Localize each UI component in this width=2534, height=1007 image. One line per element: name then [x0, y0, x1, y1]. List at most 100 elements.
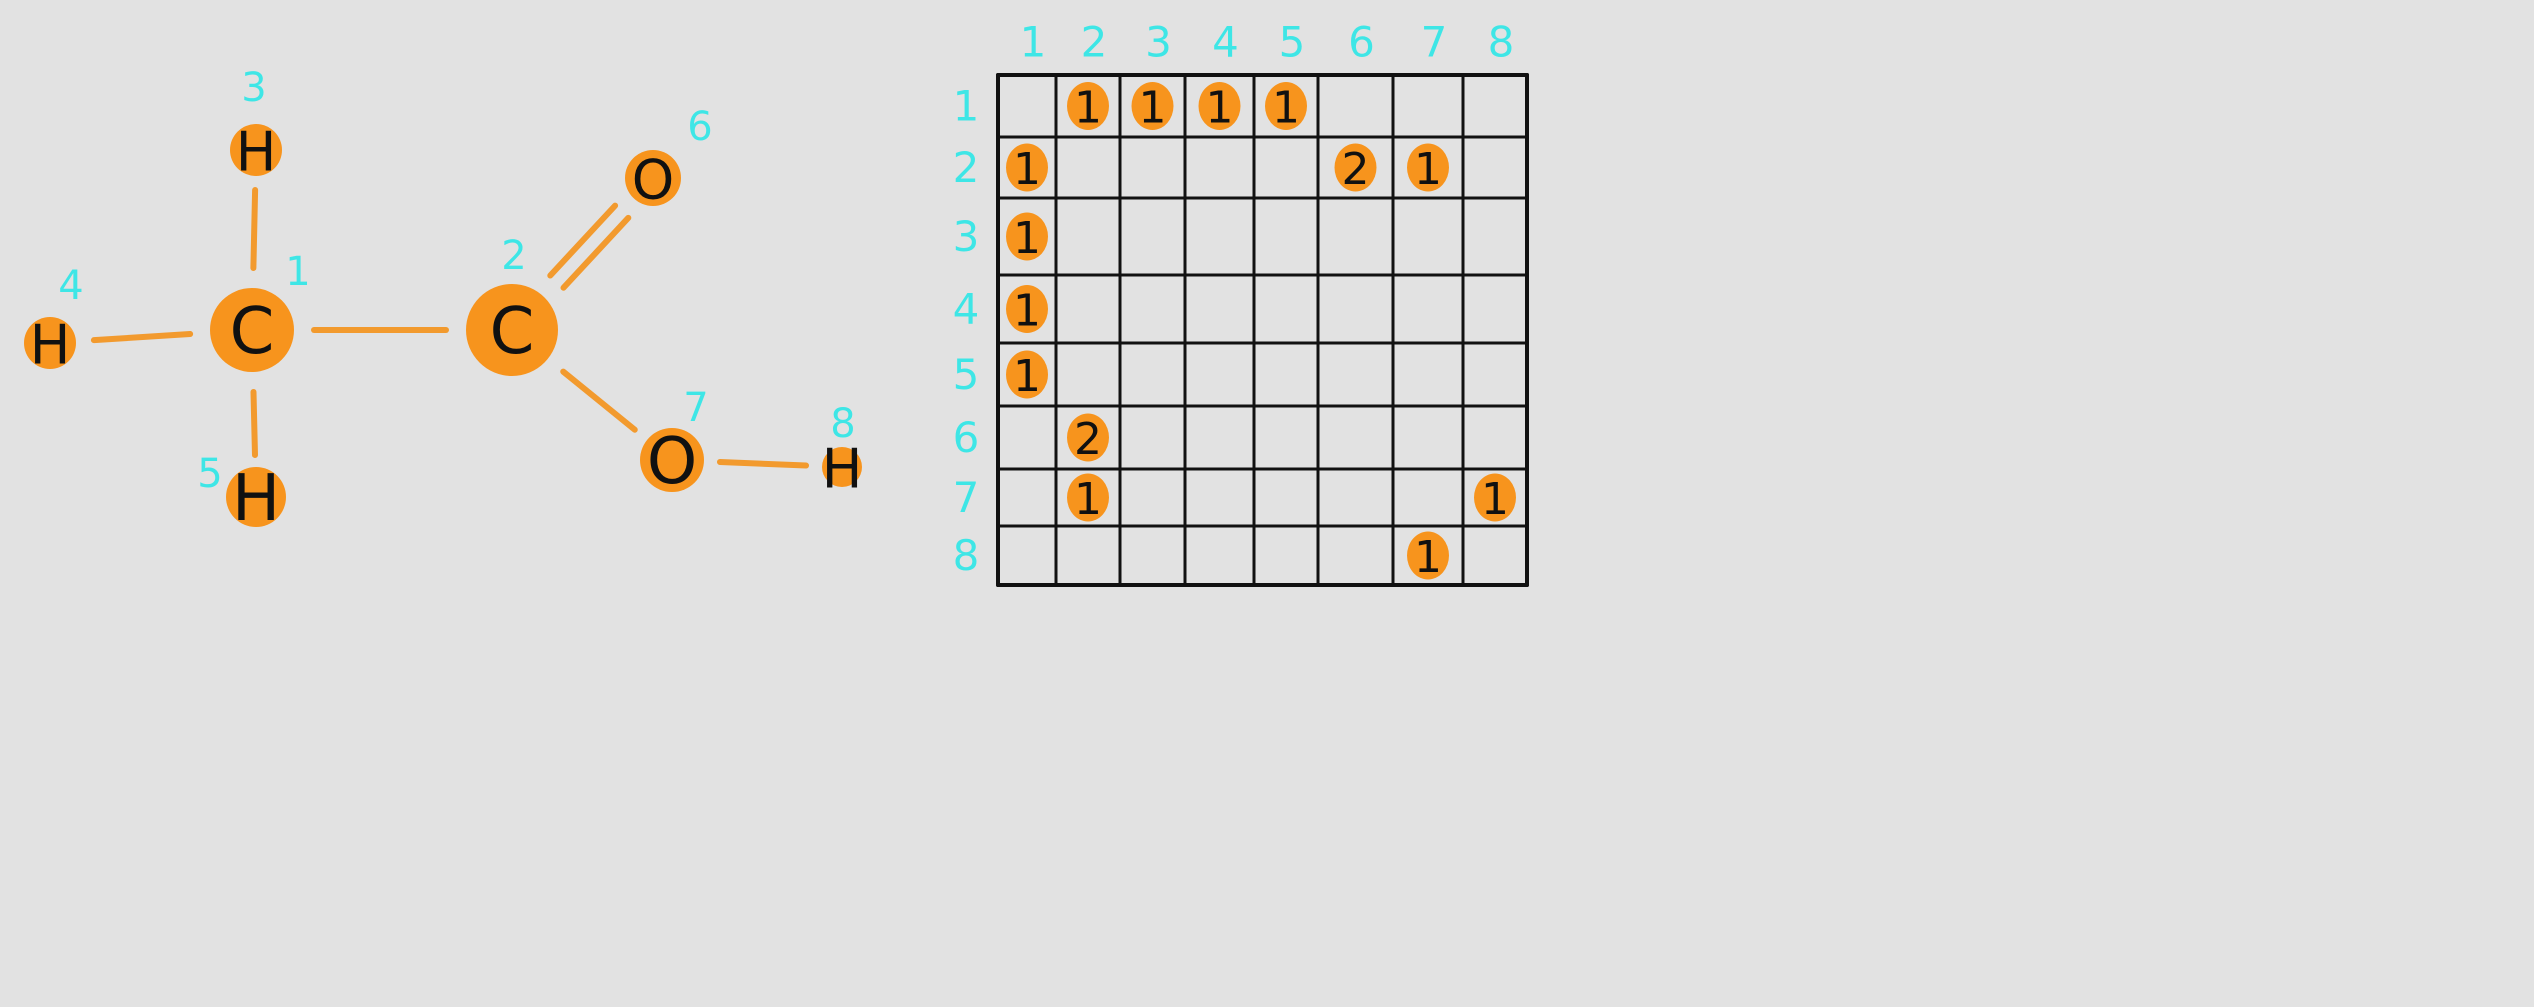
atom-2: C2 [466, 233, 558, 376]
matrix-row-label: 8 [953, 531, 980, 580]
bond-2-7 [560, 368, 638, 433]
cell-value: 1 [1074, 83, 1102, 134]
atom-symbol: H [30, 314, 71, 377]
matrix-col-label: 6 [1348, 18, 1375, 67]
cell-marker [1067, 473, 1109, 522]
cell-value: 1 [1013, 213, 1041, 264]
atom-index-label: 4 [58, 263, 83, 309]
matrix-cell-5-1: 1 [1006, 350, 1048, 402]
atom-circle [24, 317, 76, 369]
matrix-cell-1-2: 1 [1067, 82, 1109, 134]
atom-index-label: 1 [285, 249, 310, 295]
cell-marker [1006, 285, 1048, 333]
atom-circle [625, 150, 681, 206]
cell-marker [1006, 143, 1048, 192]
matrix-col-label: 8 [1488, 18, 1515, 67]
matrix-cell-1-5: 1 [1265, 82, 1307, 134]
matrix-cell-8-7: 1 [1407, 531, 1449, 583]
bond-line [560, 214, 632, 291]
bond-line [716, 458, 810, 469]
atom-symbol: O [647, 425, 697, 499]
cell-value: 1 [1013, 286, 1041, 337]
matrix-cell-2-7: 1 [1407, 143, 1449, 195]
atom-circle [640, 428, 704, 492]
atom-index-label: 3 [241, 65, 266, 111]
matrix-row-label: 6 [953, 413, 980, 462]
cell-marker [1407, 531, 1449, 580]
matrix-cell-6-2: 2 [1067, 413, 1109, 465]
atom-index-label: 6 [687, 104, 712, 150]
atom-symbol: H [236, 121, 277, 184]
matrix-col-label: 2 [1081, 18, 1108, 67]
cell-marker [1006, 350, 1048, 399]
cell-marker [1067, 413, 1109, 462]
atom-symbol: O [632, 149, 675, 212]
bond-1-3 [250, 186, 259, 272]
matrix-cell-2-1: 1 [1006, 143, 1048, 195]
matrix-row-label: 5 [953, 350, 980, 399]
atom-5: H5 [197, 451, 286, 536]
cell-marker [1067, 82, 1109, 130]
cell-value: 2 [1074, 414, 1102, 465]
cell-value: 1 [1481, 474, 1509, 525]
cell-marker [1407, 143, 1449, 192]
atom-1: C1 [210, 249, 311, 372]
bond-line [90, 330, 194, 344]
matrix-row-label: 4 [953, 285, 980, 334]
atom-3: H3 [230, 65, 282, 184]
bond-1-4 [90, 330, 194, 344]
bonds-layer [90, 186, 810, 469]
atom-circle [466, 284, 558, 376]
atom-8: H8 [822, 401, 863, 501]
matrix-col-label: 1 [1020, 18, 1047, 67]
atom-index-label: 2 [501, 233, 526, 279]
cell-marker [1265, 82, 1307, 130]
matrix-col-label: 3 [1145, 18, 1172, 67]
cell-marker [1334, 143, 1377, 192]
atom-symbol: C [490, 295, 535, 369]
atom-index-label: 8 [830, 401, 855, 447]
bond-line [250, 186, 259, 272]
atom-index-label: 7 [683, 385, 708, 431]
bond-line [250, 388, 258, 459]
cell-value: 1 [1206, 83, 1234, 134]
bond-1-5 [250, 388, 258, 459]
cell-marker [1131, 82, 1174, 130]
bond-2-6 [547, 202, 632, 291]
cell-value: 1 [1414, 144, 1442, 195]
atom-7: O7 [640, 385, 709, 499]
atom-circle [210, 288, 294, 372]
cell-marker [1198, 82, 1241, 130]
atom-4: H4 [24, 263, 84, 377]
bond-line [547, 202, 619, 279]
cell-value: 1 [1013, 351, 1041, 402]
atom-circle [822, 447, 862, 487]
atom-symbol: H [232, 462, 280, 536]
atom-symbol: H [822, 438, 863, 501]
matrix-col-label: 4 [1212, 18, 1239, 67]
atom-6: O6 [625, 104, 713, 212]
matrix-row-label: 7 [953, 473, 980, 522]
cell-value: 1 [1139, 83, 1167, 134]
matrix-cell-4-1: 1 [1006, 285, 1048, 337]
atom-index-label: 5 [197, 451, 222, 497]
matrix-cell-1-3: 1 [1131, 82, 1174, 134]
cell-value: 1 [1272, 83, 1300, 134]
atom-symbol: C [230, 295, 275, 369]
matrix-row-label: 2 [953, 143, 980, 192]
cell-value: 1 [1074, 474, 1102, 525]
cell-value: 1 [1013, 144, 1041, 195]
matrix-grid [996, 73, 1529, 587]
cell-value: 1 [1414, 532, 1442, 583]
matrix-col-label: 7 [1421, 18, 1448, 67]
atom-circle [230, 124, 282, 176]
bond-line [560, 368, 638, 433]
matrix-cell-2-6: 2 [1334, 143, 1377, 195]
atom-circle [226, 467, 286, 527]
